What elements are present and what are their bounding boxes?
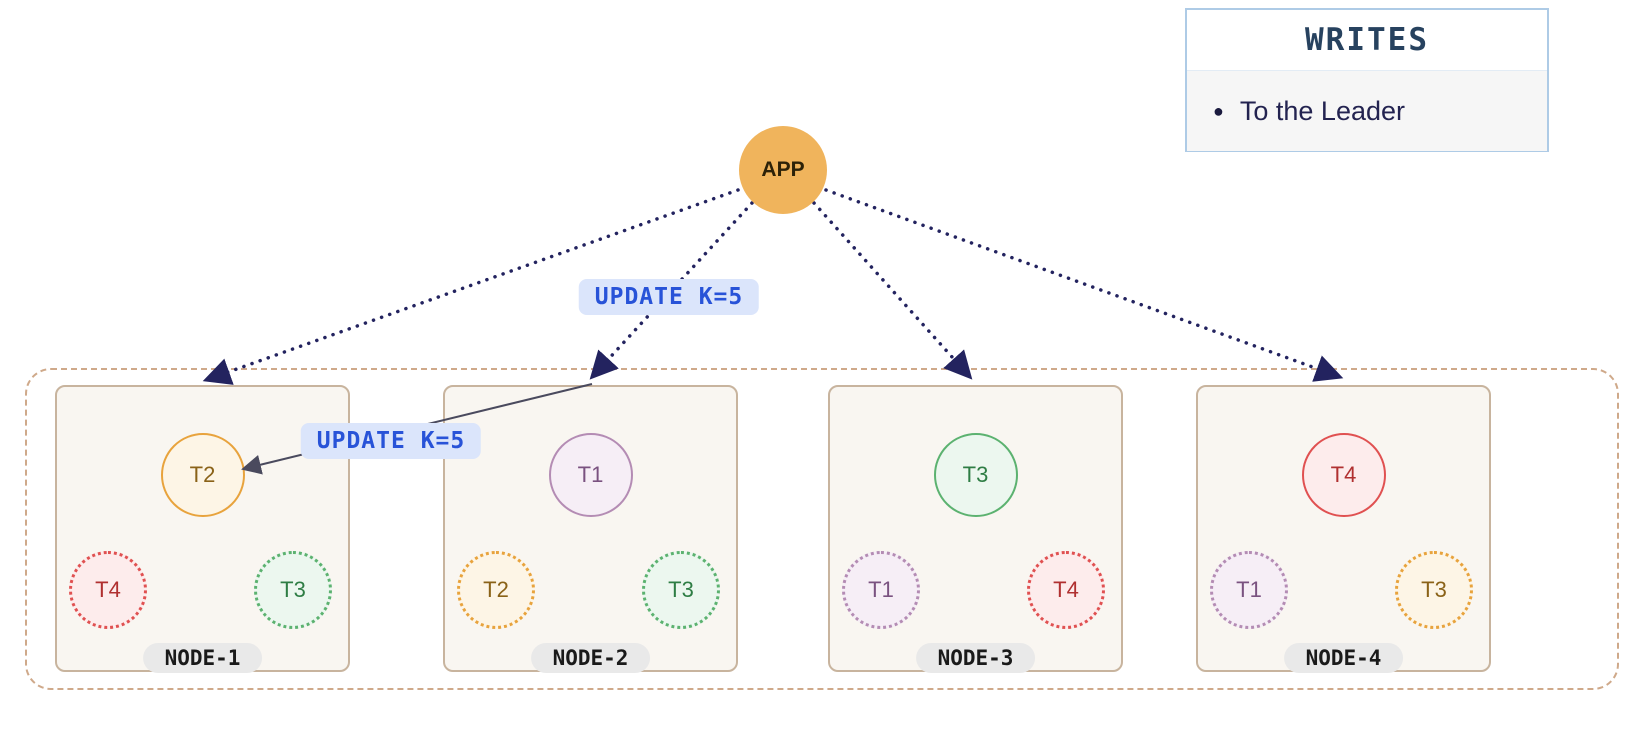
arrow-app-to-node-4 <box>824 188 1344 382</box>
bullet-icon: ● <box>1213 101 1224 121</box>
tablet-leader-t3: T3 <box>933 433 1018 517</box>
node-1-label: NODE-1 <box>142 643 263 673</box>
update-badge-forward-to-leader: UPDATE K=5 <box>300 423 482 459</box>
legend-item: ● To the Leader <box>1187 71 1547 151</box>
tablet-leader-t2: T2 <box>160 433 245 517</box>
node-2: T1 T2 T3 NODE-2 <box>443 385 738 673</box>
arrow-app-to-node-3 <box>812 201 973 380</box>
legend-writes: WRITES ● To the Leader <box>1185 8 1549 152</box>
node-3-label: NODE-3 <box>915 643 1036 673</box>
legend-title: WRITES <box>1187 10 1547 71</box>
tablet-follower-t3: T3 <box>1395 551 1473 629</box>
app-node: APP <box>739 126 827 214</box>
tablet-leader-t4: T4 <box>1301 433 1386 517</box>
update-badge-app-to-node-2: UPDATE K=5 <box>578 279 760 315</box>
tablet-follower-t1: T1 <box>1210 551 1288 629</box>
tablet-follower-t3: T3 <box>642 551 720 629</box>
tablet-leader-t1: T1 <box>548 433 633 517</box>
tablet-follower-t3: T3 <box>254 551 332 629</box>
node-4-label: NODE-4 <box>1283 643 1404 673</box>
tablet-follower-t4: T4 <box>1027 551 1105 629</box>
node-2-label: NODE-2 <box>530 643 651 673</box>
tablet-follower-t4: T4 <box>69 551 147 629</box>
tablet-follower-t2: T2 <box>457 551 535 629</box>
node-4: T4 T1 T3 NODE-4 <box>1196 385 1491 673</box>
tablet-follower-t1: T1 <box>842 551 920 629</box>
node-3: T3 T1 T4 NODE-3 <box>828 385 1123 673</box>
legend-item-label: To the Leader <box>1239 95 1405 126</box>
node-1: T2 T4 T3 NODE-1 <box>55 385 350 673</box>
